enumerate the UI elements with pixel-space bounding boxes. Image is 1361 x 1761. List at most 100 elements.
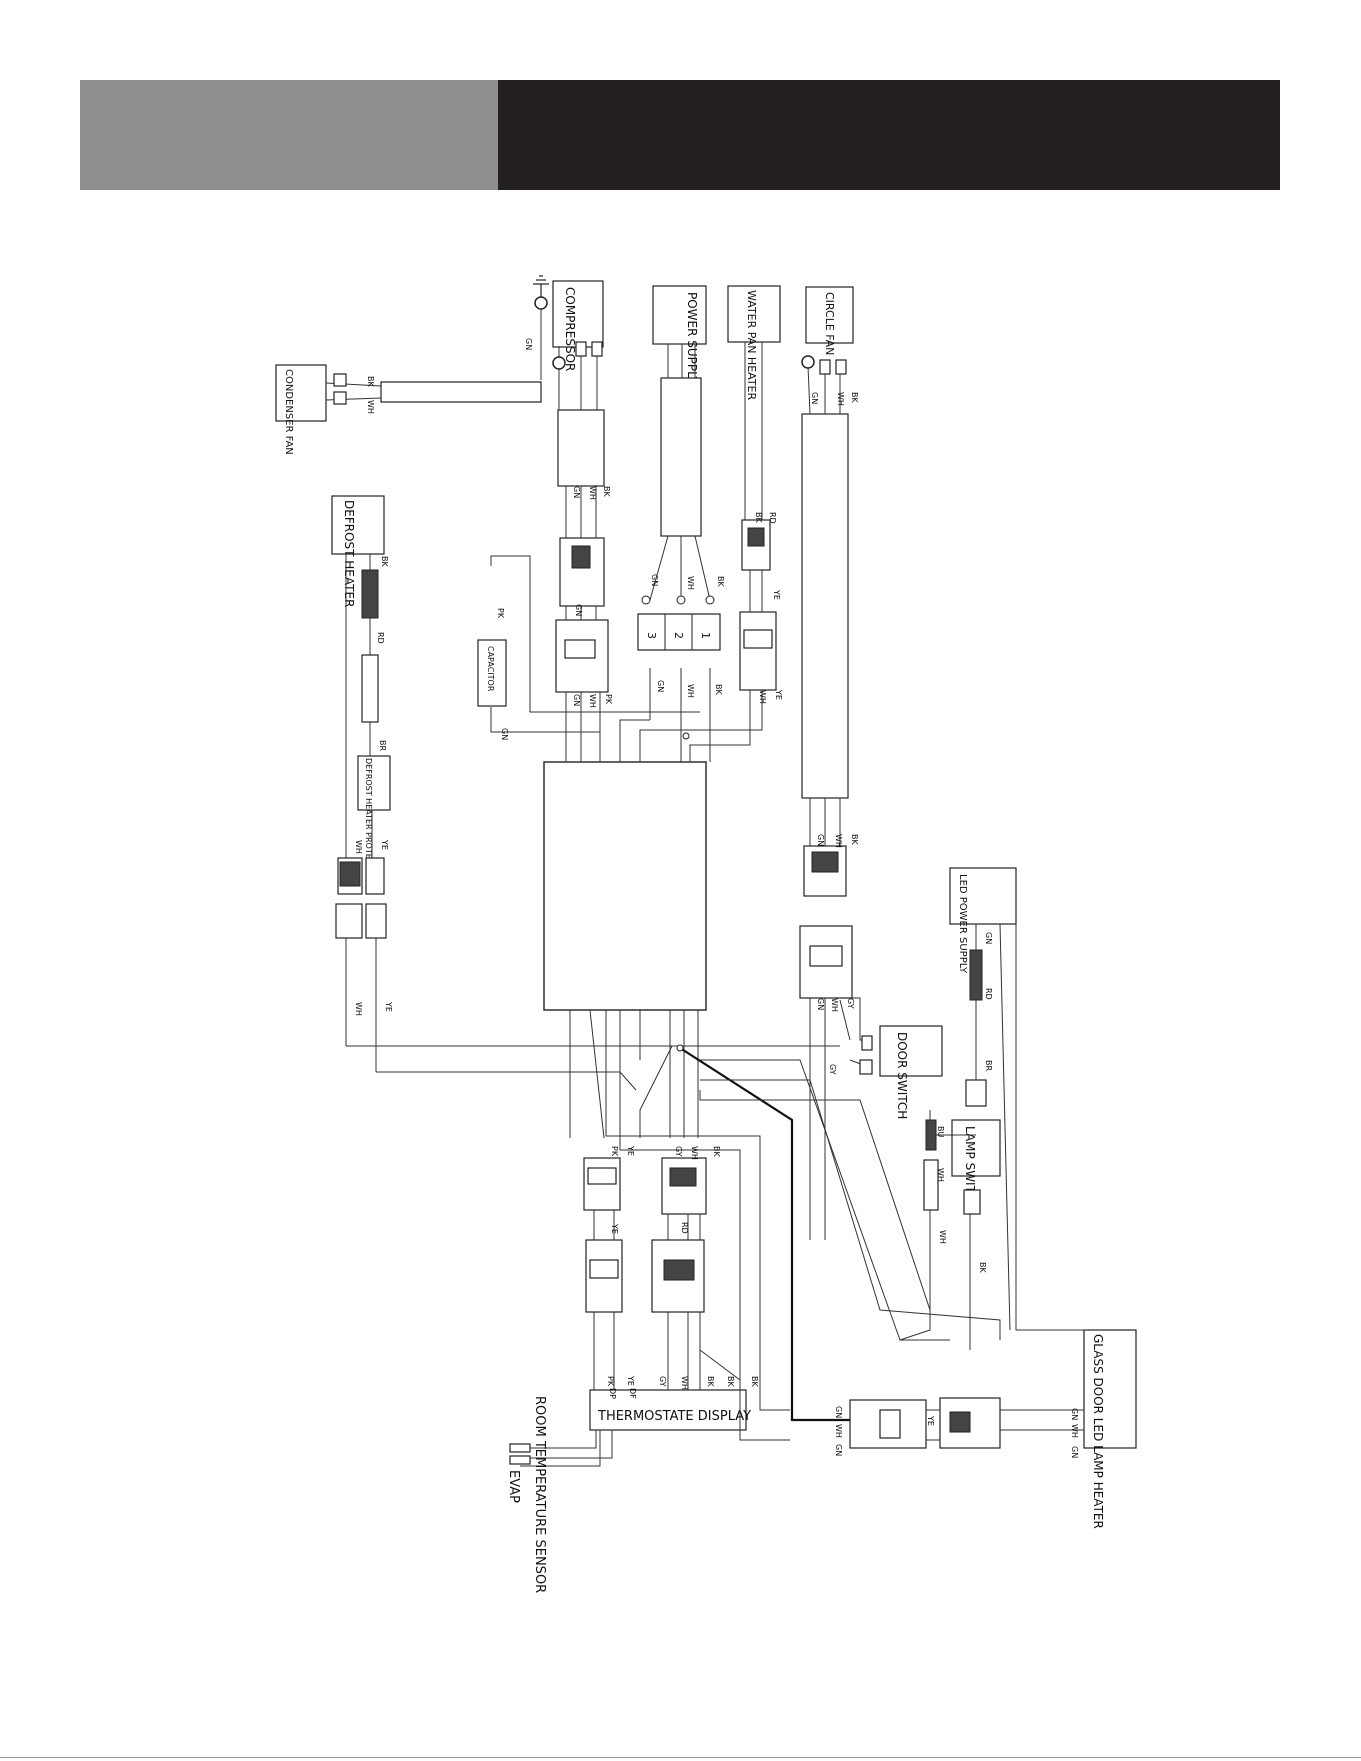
wire-code-label: GN xyxy=(834,1406,843,1418)
wire-code-label: WH xyxy=(834,834,843,848)
main-controller-box xyxy=(543,761,707,1011)
compressor-box: COMPRESSOR xyxy=(533,275,604,371)
wire-code-label: GN xyxy=(810,392,819,404)
evap-sensor-label: EVAP xyxy=(506,1470,521,1503)
wire-code-label: GY xyxy=(846,998,855,1009)
wire-code-label: DP xyxy=(608,1388,617,1399)
thermostat-display-box: THERMOSTATE DISPLAY xyxy=(589,1389,751,1431)
terminal-3: 3 xyxy=(645,632,658,639)
room-temperature-sensor-label: ROOM TEMPERATURE SENSOR xyxy=(532,1396,547,1593)
wire-code-label: RD xyxy=(680,1222,689,1234)
led-power-supply-box: LED POWER SUPPLY xyxy=(949,867,1017,974)
wire-code-label: BK xyxy=(380,556,389,567)
power-cable-sleeve xyxy=(660,377,702,537)
wire-code-label: GY xyxy=(674,1146,683,1157)
wire-code-label: RD xyxy=(376,632,385,644)
header-black-band xyxy=(498,80,1280,190)
condenser-fan-label: CONDENSER FAN xyxy=(283,369,294,455)
wire-code-label: BK xyxy=(366,376,375,387)
wire-code-label: GN xyxy=(656,680,665,692)
wire-code-label: WH xyxy=(938,1230,947,1244)
wire-code-label: PK xyxy=(610,1146,619,1157)
capacitor-box: CAPACITOR xyxy=(477,639,507,707)
wire-code-label: WH xyxy=(588,694,597,708)
wire-code-label: BK xyxy=(714,684,723,695)
lamp-switch-box: LAMP SWITCH xyxy=(951,1119,1001,1210)
wire-code-label: WH xyxy=(836,392,845,406)
circle-fan-label: CIRCLE FAN xyxy=(823,292,836,355)
water-pan-heater-label: WATER PAN HEATER xyxy=(745,290,758,400)
wire-code-label: YE xyxy=(610,1223,619,1234)
wire-code-label: BK xyxy=(978,1262,987,1273)
wire-code-label: WH xyxy=(686,684,695,698)
wire-code-label: PK xyxy=(604,694,613,705)
wire-code-label: GN xyxy=(524,338,533,350)
wire-code-label: YE xyxy=(926,1415,935,1426)
led-power-supply-label: LED POWER SUPPLY xyxy=(957,874,968,974)
wire-code-label: PK xyxy=(606,1376,615,1387)
wire-code-label: GN xyxy=(572,486,581,498)
terminal-2: 2 xyxy=(672,632,685,639)
terminal-1: 1 xyxy=(699,632,712,639)
wire-code-label: GN xyxy=(1070,1408,1079,1420)
wire-code-label: BK xyxy=(706,1376,715,1387)
wire-code-label: BK xyxy=(716,576,725,587)
defrost-heater-box: DEFROST HEATER xyxy=(331,495,385,607)
wire-code-label: PK xyxy=(496,608,505,619)
connectors: 3 2 1 xyxy=(333,341,1001,1465)
wire-code-label: YE xyxy=(626,1375,635,1386)
wire-code-label: BK xyxy=(850,392,859,403)
wire-code-label: YE xyxy=(626,1145,635,1156)
wire-code-label: BK xyxy=(754,512,763,523)
wire-code-label: GY xyxy=(658,1376,667,1387)
wire-code-label: BR xyxy=(378,740,387,751)
wire-code-label: GN xyxy=(572,694,581,706)
wire-code-label: RD xyxy=(984,988,993,1000)
wire-code-label: WH xyxy=(936,1168,945,1182)
wire-code-labels: BK WH GN BK WH GN GN PK WH GN PK GN GN W… xyxy=(354,338,1079,1458)
wire-code-label: DF xyxy=(628,1388,637,1399)
wire-code-label: WH xyxy=(830,998,839,1012)
wire-code-label: YE xyxy=(380,839,389,850)
page-bottom-rule xyxy=(0,1757,1361,1758)
wire-code-label: GN xyxy=(574,604,583,616)
wire-code-label: BR xyxy=(984,1060,993,1071)
wire-code-label: WH xyxy=(758,690,767,704)
wire-code-label: BK xyxy=(750,1376,759,1387)
wire-code-label: RD xyxy=(768,512,777,524)
lamp-switch-label: LAMP SWITCH xyxy=(963,1126,977,1210)
header-gray-band xyxy=(80,80,498,190)
thermostat-display-label: THERMOSTATE DISPLAY xyxy=(597,1409,751,1424)
compressor-label: COMPRESSOR xyxy=(563,287,577,371)
wire-code-label: GN xyxy=(834,1444,843,1456)
circle-fan-cable-sleeve xyxy=(801,413,849,799)
door-switch-box: DOOR SWITCH xyxy=(879,1025,943,1119)
wire-code-label: WH xyxy=(686,576,695,590)
power-supply-label: POWER SUPPLY xyxy=(685,292,699,384)
wire-code-label: BK xyxy=(602,486,611,497)
wire-code-label: GN xyxy=(816,834,825,846)
wire-code-label: GN xyxy=(984,932,993,944)
wire-code-label: BU xyxy=(936,1126,945,1137)
defrost-heater-protector-label: DEFROST HEATER PROTECTOR xyxy=(364,758,373,882)
circle-fan-box: CIRCLE FAN xyxy=(805,286,854,355)
wire-code-label: GN xyxy=(1070,1446,1079,1458)
wire-code-label: WH xyxy=(366,400,375,414)
wire-code-label: GN xyxy=(816,998,825,1010)
capacitor-label: CAPACITOR xyxy=(486,646,495,692)
defrost-heater-label: DEFROST HEATER xyxy=(342,500,356,607)
wires xyxy=(325,309,1088,1467)
wire-code-label: YE xyxy=(774,689,783,700)
condenser-fan-box: CONDENSER FAN xyxy=(275,364,327,455)
wire-code-label: YE xyxy=(772,589,781,600)
wire-code-label: BK xyxy=(712,1146,721,1157)
wire-code-label: GN xyxy=(500,728,509,740)
wire-code-label: WH xyxy=(354,1002,363,1016)
wire-code-label: YE xyxy=(384,1001,393,1012)
wire-code-label: WH xyxy=(834,1424,843,1438)
wire-code-label: WH xyxy=(354,840,363,854)
defrost-heater-protector-box: DEFROST HEATER PROTECTOR xyxy=(357,755,391,882)
wire-code-label: BK xyxy=(726,1376,735,1387)
wire-code-label: WH xyxy=(1070,1424,1079,1438)
